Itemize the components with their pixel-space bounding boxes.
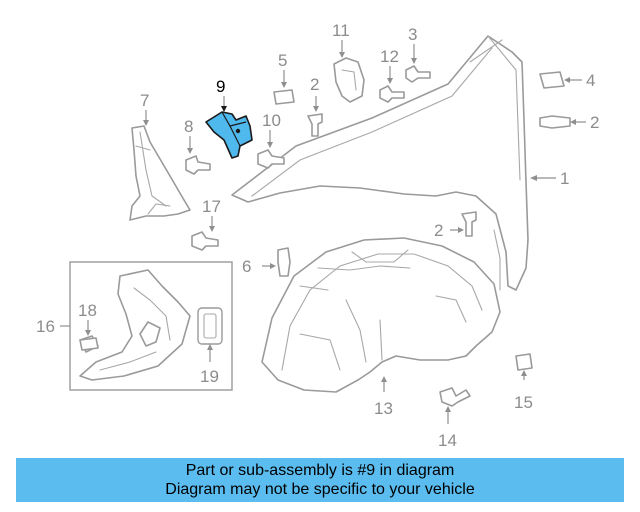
fender-liner-part	[261, 237, 501, 393]
callout-3: 3	[408, 25, 417, 44]
fender-part	[231, 35, 529, 291]
callout-6: 6	[242, 257, 251, 276]
callout-14: 14	[438, 431, 457, 450]
callout-2-right: 2	[590, 113, 599, 132]
callout-9: 9	[216, 77, 225, 96]
info-banner: Part or sub-assembly is #9 in diagram Di…	[16, 458, 624, 502]
callout-2-mid: 2	[434, 221, 443, 240]
callout-17: 17	[202, 197, 221, 216]
callout-19: 19	[200, 367, 219, 386]
callout-2-top: 2	[310, 75, 319, 94]
callout-13: 13	[374, 399, 393, 418]
parts-diagram: 1 2 2 2 3 4 5 6 7 8 9 10 11 12 13 14 15 …	[36, 21, 599, 450]
callout-11: 11	[332, 21, 350, 40]
callout-5: 5	[278, 51, 287, 70]
callout-8: 8	[184, 117, 193, 136]
callout-15: 15	[514, 393, 533, 412]
banner-line-1: Part or sub-assembly is #9 in diagram	[185, 462, 455, 479]
banner-line-2: Diagram may not be specific to your vehi…	[165, 481, 475, 498]
leader-lines	[60, 40, 586, 424]
callout-18: 18	[78, 301, 97, 320]
callout-10: 10	[262, 111, 281, 130]
callout-4: 4	[586, 71, 595, 90]
fasteners	[79, 65, 571, 407]
bracket-part-9-highlighted	[205, 111, 253, 159]
bracket-part-11	[333, 57, 365, 103]
callout-16: 16	[36, 317, 55, 336]
callout-1: 1	[560, 169, 569, 188]
callout-12: 12	[380, 47, 399, 66]
callout-7: 7	[140, 91, 149, 110]
callout-labels: 1 2 2 2 3 4 5 6 7 8 9 10 11 12 13 14 15 …	[36, 21, 599, 450]
bracket-part-7	[129, 125, 191, 221]
